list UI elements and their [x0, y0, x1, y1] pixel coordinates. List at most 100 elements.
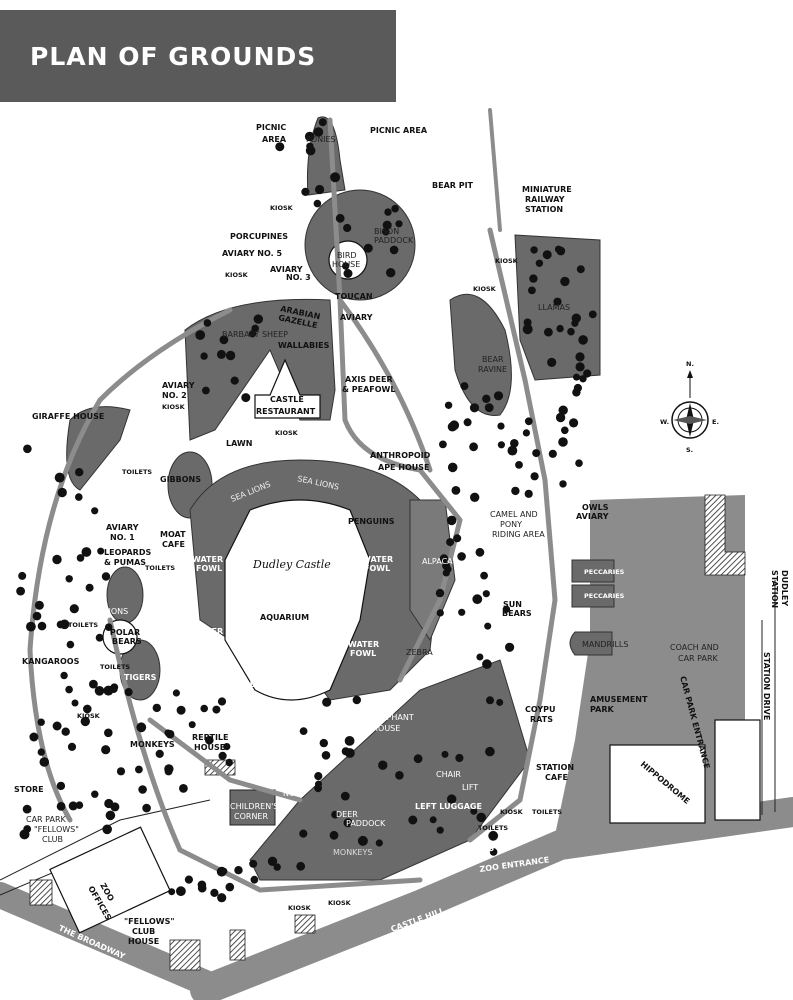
tree-icon: [322, 697, 332, 707]
tree-icon: [179, 784, 188, 793]
alpaca-paddock: [409, 499, 456, 642]
label-peccaries: PECCARIES: [584, 592, 625, 600]
tree-icon: [345, 748, 355, 758]
tree-icon: [69, 604, 79, 614]
tree-icon: [176, 886, 186, 897]
tree-icon: [475, 547, 485, 557]
tree-icon: [451, 486, 461, 495]
tree-icon: [34, 600, 44, 610]
tree-icon: [164, 729, 172, 737]
label-water-fowl: WATER: [362, 555, 393, 564]
tree-icon: [555, 412, 566, 423]
tree-icon: [296, 861, 306, 871]
tree-icon: [441, 750, 449, 758]
label-anthropoid: ANTHROPOID: [370, 451, 431, 460]
label-water-fowl: WATER: [192, 627, 223, 636]
tree-icon: [554, 245, 563, 253]
label-kiosk: KIOSK: [495, 257, 519, 265]
label-peccaries: PECCARIES: [584, 568, 625, 576]
tree-icon: [583, 369, 592, 378]
label-polar-bears: POLAR: [110, 628, 140, 637]
label-bird-house: BIRD: [337, 251, 357, 260]
label-monkeys: MONKEYS: [130, 740, 175, 749]
label-coypu-rats: RATS: [530, 715, 553, 724]
tree-icon: [575, 459, 583, 468]
tree-icon: [497, 441, 505, 449]
tree-icon: [559, 480, 567, 488]
tree-icon: [225, 758, 233, 767]
trees: [16, 118, 597, 903]
tree-icon: [482, 659, 492, 669]
label-camel-pony: PONY: [500, 520, 522, 529]
tree-icon: [85, 583, 94, 592]
tree-icon: [273, 863, 281, 871]
label-bear-ravine: BEAR: [482, 355, 504, 364]
paths: [27, 108, 558, 893]
label-camel-pony: RIDING AREA: [492, 530, 545, 539]
label-bird-house: HOUSE: [332, 260, 360, 269]
tree-icon: [225, 350, 236, 361]
tree-icon: [299, 727, 308, 735]
tree-icon: [447, 462, 458, 473]
label-kiosk: KIOSK: [473, 285, 497, 293]
tree-icon: [463, 418, 472, 427]
tree-icon: [488, 830, 499, 841]
label-aviary-no4: NO. 4: [283, 789, 305, 798]
label-elephant-house: HOUSE: [372, 724, 400, 733]
tree-icon: [67, 742, 77, 752]
compass-north: N.: [686, 360, 694, 368]
tree-icon: [152, 703, 161, 713]
tree-icon: [446, 538, 455, 547]
label-car-park-fellows: CAR PARK: [26, 815, 67, 824]
tree-icon: [241, 393, 251, 403]
tree-icon: [576, 265, 585, 274]
tree-icon: [532, 449, 541, 458]
tree-icon: [458, 608, 466, 616]
label-llamas: LLAMAS: [538, 303, 570, 312]
tree-icon: [344, 736, 355, 746]
tree-icon: [561, 426, 569, 435]
tree-icon: [37, 748, 45, 756]
tree-icon: [480, 571, 488, 580]
tree-icon: [197, 880, 207, 890]
tree-icon: [485, 746, 495, 757]
tree-icon: [56, 781, 66, 791]
label-childrens-corner: CORNER: [234, 812, 268, 821]
label-water-fowl: FOWL: [350, 649, 376, 658]
label-toucan-aviary: TOUCAN: [335, 292, 373, 301]
tree-icon: [253, 314, 263, 324]
label-castle-restaurant: CASTLE: [270, 395, 304, 404]
label-leopards-pumas: LEOPARDS: [104, 548, 151, 557]
tree-icon: [486, 696, 494, 705]
tree-icon: [202, 386, 210, 395]
mandrills-enclosure: [569, 631, 613, 656]
label-aviary-no3: NO. 3: [286, 273, 311, 282]
tree-icon: [65, 685, 73, 694]
tree-icon: [469, 442, 478, 452]
tree-icon: [558, 405, 568, 415]
tree-icon: [104, 623, 113, 631]
tree-icon: [573, 373, 580, 381]
tree-icon: [528, 286, 536, 295]
tree-icon: [335, 213, 345, 223]
tree-icon: [313, 199, 322, 208]
tree-icon: [510, 439, 519, 448]
label-miniature-railway: MINIATURE: [522, 185, 572, 194]
tree-icon: [101, 745, 111, 755]
tree-icon: [251, 324, 259, 333]
tree-icon: [476, 653, 484, 661]
label-moat-cafe: CAFE: [162, 540, 185, 549]
label-leopards-pumas: & PUMAS: [104, 558, 146, 567]
label-coach-car-park: CAR PARK: [678, 654, 719, 663]
label-bear-pit: BEAR PIT: [432, 181, 474, 190]
tree-icon: [497, 422, 505, 430]
label-kiosk: KIOSK: [270, 204, 294, 212]
zoo-offices-block: [49, 826, 171, 934]
tree-icon: [522, 324, 533, 335]
label-amusement-park: PARK: [590, 705, 614, 714]
label-aviary-no1: AVIARY: [106, 523, 139, 532]
tree-icon: [103, 685, 114, 696]
label-fellows-club-house: HOUSE: [128, 937, 159, 946]
label-penguins: PENGUINS: [348, 517, 395, 526]
